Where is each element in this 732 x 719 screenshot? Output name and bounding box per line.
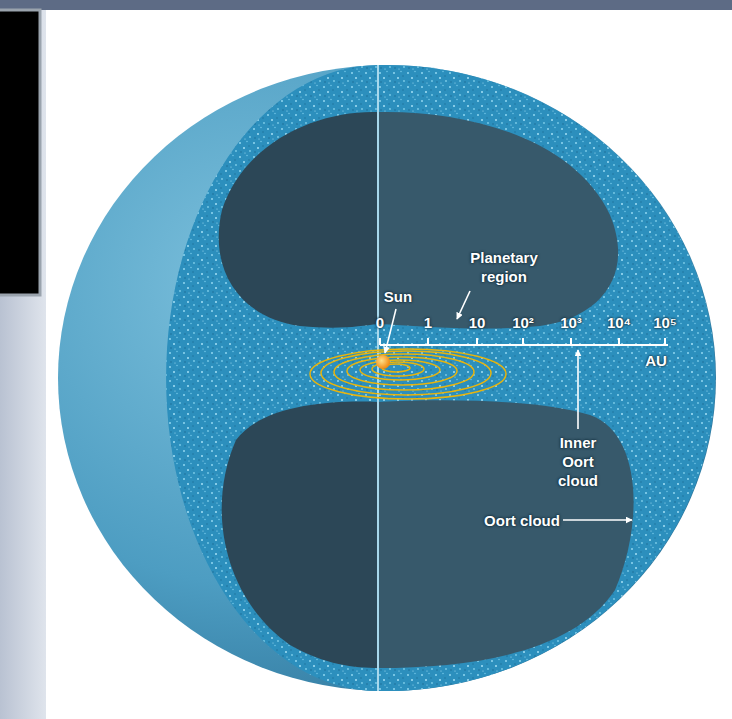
outer-sphere [58,65,716,691]
front-lower-void [378,400,634,668]
front-cut-plane [378,65,715,691]
scale-tick-label: 10² [512,313,534,332]
sun-label: Sun [384,287,412,306]
region-label: Planetary region [462,248,546,286]
leader-arrows [385,291,632,520]
scale-tick-label: 1 [424,313,432,332]
back-cut-plane [166,65,378,691]
front-upper-void [378,112,618,329]
back-upper-void [219,112,378,328]
dark-panel [0,10,40,295]
scale-tick-label: 0 [376,313,384,332]
distance-scale [380,338,668,345]
back-lower-void [222,402,378,668]
sun-symbol [376,355,390,369]
top-bar [0,0,732,10]
region-label: Inner Oort cloud [552,433,604,490]
scale-tick-label: 10³ [560,313,582,332]
region-label: Oort cloud [484,511,560,530]
scale-tick-label: 10⁴ [607,313,631,332]
planet-orbits [310,349,506,399]
unit-label: AU [645,351,667,370]
scale-tick-label: 10 [469,313,486,332]
scale-tick-label: 10⁵ [653,313,677,332]
